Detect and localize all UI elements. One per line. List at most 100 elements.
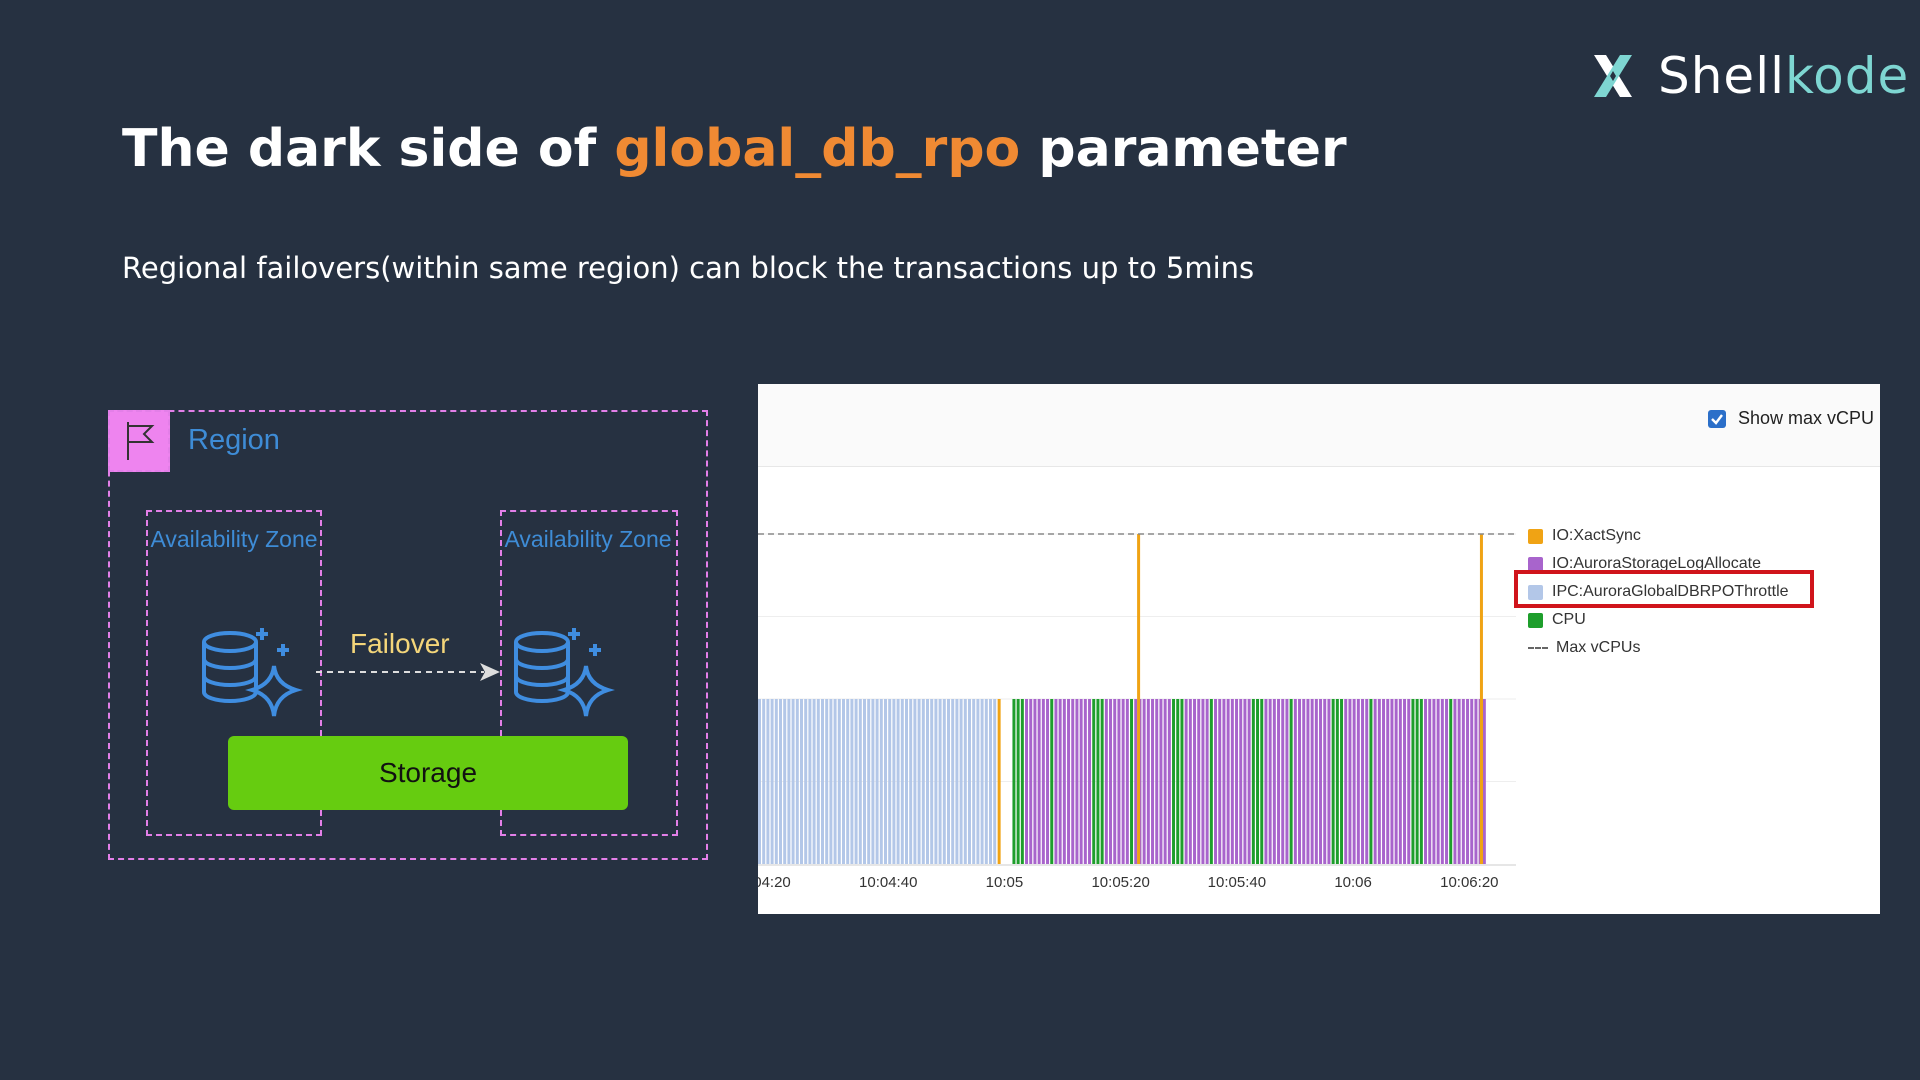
bar-storage-log-allocate [1394,699,1398,864]
bar-storage-log-allocate [1214,699,1218,864]
bar-storage-log-allocate [1054,699,1058,864]
bar-throttle [787,699,791,864]
bar-throttle [984,699,988,864]
bar-throttle [791,699,795,864]
bar-storage-log-allocate [1461,699,1465,864]
bar-storage-log-allocate [1222,699,1226,864]
bar-cpu [1331,699,1335,864]
bar-storage-log-allocate [1058,699,1062,864]
bar-throttle [816,699,820,864]
bar-storage-log-allocate [1268,699,1272,864]
bar-throttle [905,699,908,864]
legend-swatch [1528,612,1543,628]
legend-swatch [1528,584,1543,600]
bar-storage-log-allocate [1029,699,1033,864]
bar-throttle [829,699,833,864]
bar-throttle [766,699,770,864]
bar-cpu [1449,699,1453,864]
legend-item: IPC:AuroraGlobalDBRPOThrottle [1528,578,1789,606]
bar-cpu [1256,699,1260,864]
page-subtitle: Regional failovers(within same region) c… [122,251,1255,285]
bar-storage-log-allocate [1041,699,1045,864]
region-box [108,410,708,860]
bar-cpu [1012,699,1016,864]
bar-storage-log-allocate [1293,699,1297,864]
bar-throttle [955,699,959,864]
x-tick-label: 04:20 [758,874,791,891]
bar-throttle [938,699,942,864]
bar-throttle [888,699,892,864]
bar-cpu [1050,699,1054,864]
bar-cpu [1180,699,1184,864]
bar-storage-log-allocate [1146,699,1150,864]
failover-label: Failover [350,628,450,659]
bar-cpu [1016,699,1020,864]
bar-throttle [837,699,841,864]
bar-throttle [879,699,883,864]
bar-storage-log-allocate [1109,699,1113,864]
bar-storage-log-allocate [1193,699,1197,864]
bar-cpu [1096,699,1100,864]
bar-storage-log-allocate [1205,699,1209,864]
shellkode-logo: Shellkode [1588,46,1909,106]
bar-storage-log-allocate [1445,699,1449,864]
bar-storage-log-allocate [1067,699,1071,864]
bar-storage-log-allocate [1201,699,1205,864]
show-max-vcpu-toggle[interactable]: Show max vCPU [1707,408,1874,429]
bar-throttle [934,699,938,864]
bar-storage-log-allocate [1151,699,1155,864]
x-tick-label: 10:06 [1334,874,1372,891]
bar-storage-log-allocate [1226,699,1230,864]
bar-cpu [1260,699,1264,864]
legend-item: IO:XactSync [1528,522,1789,550]
bar-throttle [993,699,997,864]
bar-throttle [779,699,782,864]
bar-storage-log-allocate [1159,699,1163,864]
bar-storage-log-allocate [1037,699,1041,864]
x-tick-label: 10:04:40 [859,874,918,891]
bar-cpu [1130,699,1134,864]
bar-cpu [1289,699,1293,864]
bar-storage-log-allocate [1377,699,1381,864]
bar-cpu [1020,699,1024,864]
bar-storage-log-allocate [1440,699,1444,864]
bar-cpu [1100,699,1104,864]
bar-storage-log-allocate [1373,699,1377,864]
bar-storage-log-allocate [1281,699,1285,864]
az-left-label: Availability Zone [150,526,318,552]
bar-throttle [959,699,963,864]
bar-throttle [926,699,929,864]
bar-storage-log-allocate [1306,699,1310,864]
bar-cpu [1369,699,1373,864]
legend-label: Max vCPUs [1556,639,1641,656]
bar-throttle [884,699,887,864]
bar-storage-log-allocate [1386,699,1390,864]
bar-storage-log-allocate [1104,699,1108,864]
checkbox-checked-icon[interactable] [1707,409,1726,428]
bar-throttle [976,699,980,864]
bar-throttle [774,699,778,864]
bar-throttle [758,699,761,864]
legend-swatch [1528,528,1543,544]
bar-storage-log-allocate [1403,699,1407,864]
x-tick-label: 10:05:20 [1091,874,1150,891]
bar-storage-log-allocate [1264,699,1268,864]
bar-storage-log-allocate [1188,699,1192,864]
bar-throttle [989,699,992,864]
bar-storage-log-allocate [1352,699,1356,864]
bar-storage-log-allocate [1344,699,1348,864]
bar-storage-log-allocate [1184,699,1188,864]
x-tick-label: 10:05:40 [1207,874,1267,891]
bar-throttle [942,699,946,864]
bar-throttle [850,699,854,864]
bar-throttle [783,699,787,864]
bar-throttle [762,699,766,864]
highlight-box [1514,570,1814,608]
bar-storage-log-allocate [1348,699,1352,864]
bar-throttle [951,699,955,864]
bar-storage-log-allocate [1382,699,1386,864]
bar-storage-log-allocate [1121,699,1125,864]
bar-throttle [854,699,858,864]
